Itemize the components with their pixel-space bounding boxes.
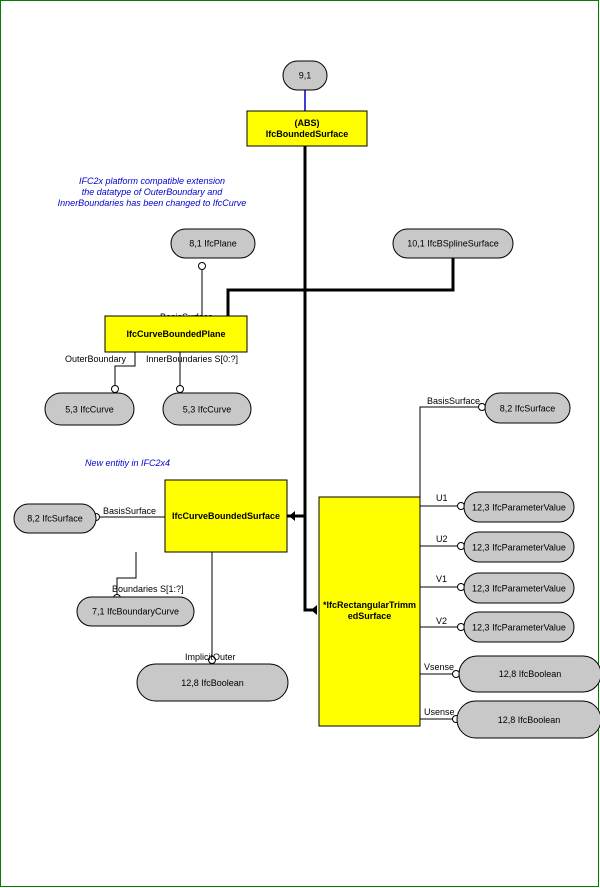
note-extension-line2: the datatype of OuterBoundary and: [82, 187, 224, 197]
supertype-trunk: [303, 146, 317, 612]
ref-ifc-surface-right[interactable]: 8,2 IfcSurface: [484, 392, 571, 424]
bool-vsense-label: 12,8 IfcBoolean: [499, 669, 562, 679]
plane-bspline-branch: [226, 258, 455, 316]
circle-basis-surface-plane: [198, 262, 206, 270]
param-u2-label: 12,3 IfcParameterValue: [472, 543, 566, 553]
plane-ref-label: 8,1 IfcPlane: [189, 239, 237, 249]
rect-trimmed-surface-name-line2: edSurface: [348, 611, 392, 621]
ref-inner-curve[interactable]: 5,3 IfcCurve: [162, 392, 252, 426]
page-ref-label: 9,1: [299, 71, 312, 81]
ref-outer-curve[interactable]: 5,3 IfcCurve: [44, 392, 135, 426]
label-basis-surface-curve: BasisSurface: [103, 506, 156, 516]
inner-curve-ref-label: 5,3 IfcCurve: [183, 405, 232, 415]
label-basis-surface-rect: BasisSurface: [427, 396, 480, 406]
entity-ifc-curve-bounded-plane[interactable]: IfcCurveBoundedPlane: [104, 315, 248, 353]
circle-inner-boundaries: [176, 385, 184, 393]
label-inner-boundaries: InnerBoundaries S[0:?]: [146, 354, 238, 364]
circle-u1: [457, 502, 465, 510]
entity-ifc-rectangular-trimmed-surface[interactable]: *IfcRectangularTrimm edSurface: [318, 496, 421, 727]
ref-param-u1[interactable]: 12,3 IfcParameterValue: [463, 491, 575, 523]
note-new-entity: New entitiy in IFC2x4: [85, 458, 170, 468]
circle-v1: [457, 583, 465, 591]
bool-usense-label: 12,8 IfcBoolean: [498, 715, 561, 725]
ref-param-v2[interactable]: 12,3 IfcParameterValue: [463, 611, 575, 643]
ref-ifc-surface-left[interactable]: 8,2 IfcSurface: [13, 503, 97, 534]
label-u2: U2: [436, 534, 448, 544]
rel-outer-boundary: [114, 352, 136, 389]
note-extension-line3: InnerBoundaries has been changed to IfcC…: [58, 198, 247, 208]
label-v1: V1: [436, 574, 447, 584]
page-ref-node[interactable]: 9,1: [282, 60, 328, 91]
circle-u2: [457, 542, 465, 550]
implicit-outer-ref-label: 12,8 IfcBoolean: [181, 678, 244, 688]
arrowhead-cbs: [289, 511, 295, 521]
label-vsense: Vsense: [424, 662, 454, 672]
ref-param-v1[interactable]: 12,3 IfcParameterValue: [463, 572, 575, 604]
param-u1-label: 12,3 IfcParameterValue: [472, 503, 566, 513]
ref-boundary-curve[interactable]: 7,1 IfcBoundaryCurve: [76, 596, 195, 627]
label-v2: V2: [436, 616, 447, 626]
label-outer-boundary: OuterBoundary: [65, 354, 127, 364]
bounded-surface-abs: (ABS): [295, 118, 320, 128]
surface-left-ref-label: 8,2 IfcSurface: [27, 514, 83, 524]
label-u1: U1: [436, 493, 448, 503]
entity-ifc-curve-bounded-surface[interactable]: IfcCurveBoundedSurface: [164, 479, 288, 553]
circle-outer-boundary: [111, 385, 119, 393]
label-usense: Usense: [424, 707, 455, 717]
param-v2-label: 12,3 IfcParameterValue: [472, 623, 566, 633]
param-v1-label: 12,3 IfcParameterValue: [472, 584, 566, 594]
curve-bounded-plane-name: IfcCurveBoundedPlane: [126, 329, 225, 339]
label-boundaries: Boundaries S[1:?]: [112, 584, 184, 594]
rel-basis-surface-rect: [419, 406, 482, 497]
ref-ifc-bspline-surface[interactable]: 10,1 IfcBSplineSurface: [392, 228, 514, 259]
curve-bounded-surface-name: IfcCurveBoundedSurface: [172, 511, 280, 521]
bounded-surface-name: IfcBoundedSurface: [266, 129, 349, 139]
ref-implicit-outer-boolean[interactable]: 12,8 IfcBoolean: [136, 663, 289, 702]
label-implicit-outer: ImplicitOuter: [185, 652, 236, 662]
rect-trimmed-surface-name-line1: *IfcRectangularTrimm: [323, 600, 416, 610]
ref-ifc-plane[interactable]: 8,1 IfcPlane: [170, 228, 256, 259]
entity-ifc-bounded-surface[interactable]: (ABS) IfcBoundedSurface: [246, 110, 368, 147]
boundary-curve-ref-label: 7,1 IfcBoundaryCurve: [92, 607, 179, 617]
note-extension-line1: IFC2x platform compatible extension: [79, 176, 225, 186]
circle-v2: [457, 623, 465, 631]
outer-curve-ref-label: 5,3 IfcCurve: [65, 405, 114, 415]
ref-bool-usense[interactable]: 12,8 IfcBoolean: [456, 700, 600, 739]
surface-right-ref-label: 8,2 IfcSurface: [500, 404, 556, 414]
bspline-ref-label: 10,1 IfcBSplineSurface: [407, 239, 499, 249]
arrowhead-rect: [311, 605, 317, 615]
rel-boundaries: [116, 552, 137, 596]
ref-param-u2[interactable]: 12,3 IfcParameterValue: [463, 531, 575, 563]
ref-bool-vsense[interactable]: 12,8 IfcBoolean: [458, 655, 600, 693]
